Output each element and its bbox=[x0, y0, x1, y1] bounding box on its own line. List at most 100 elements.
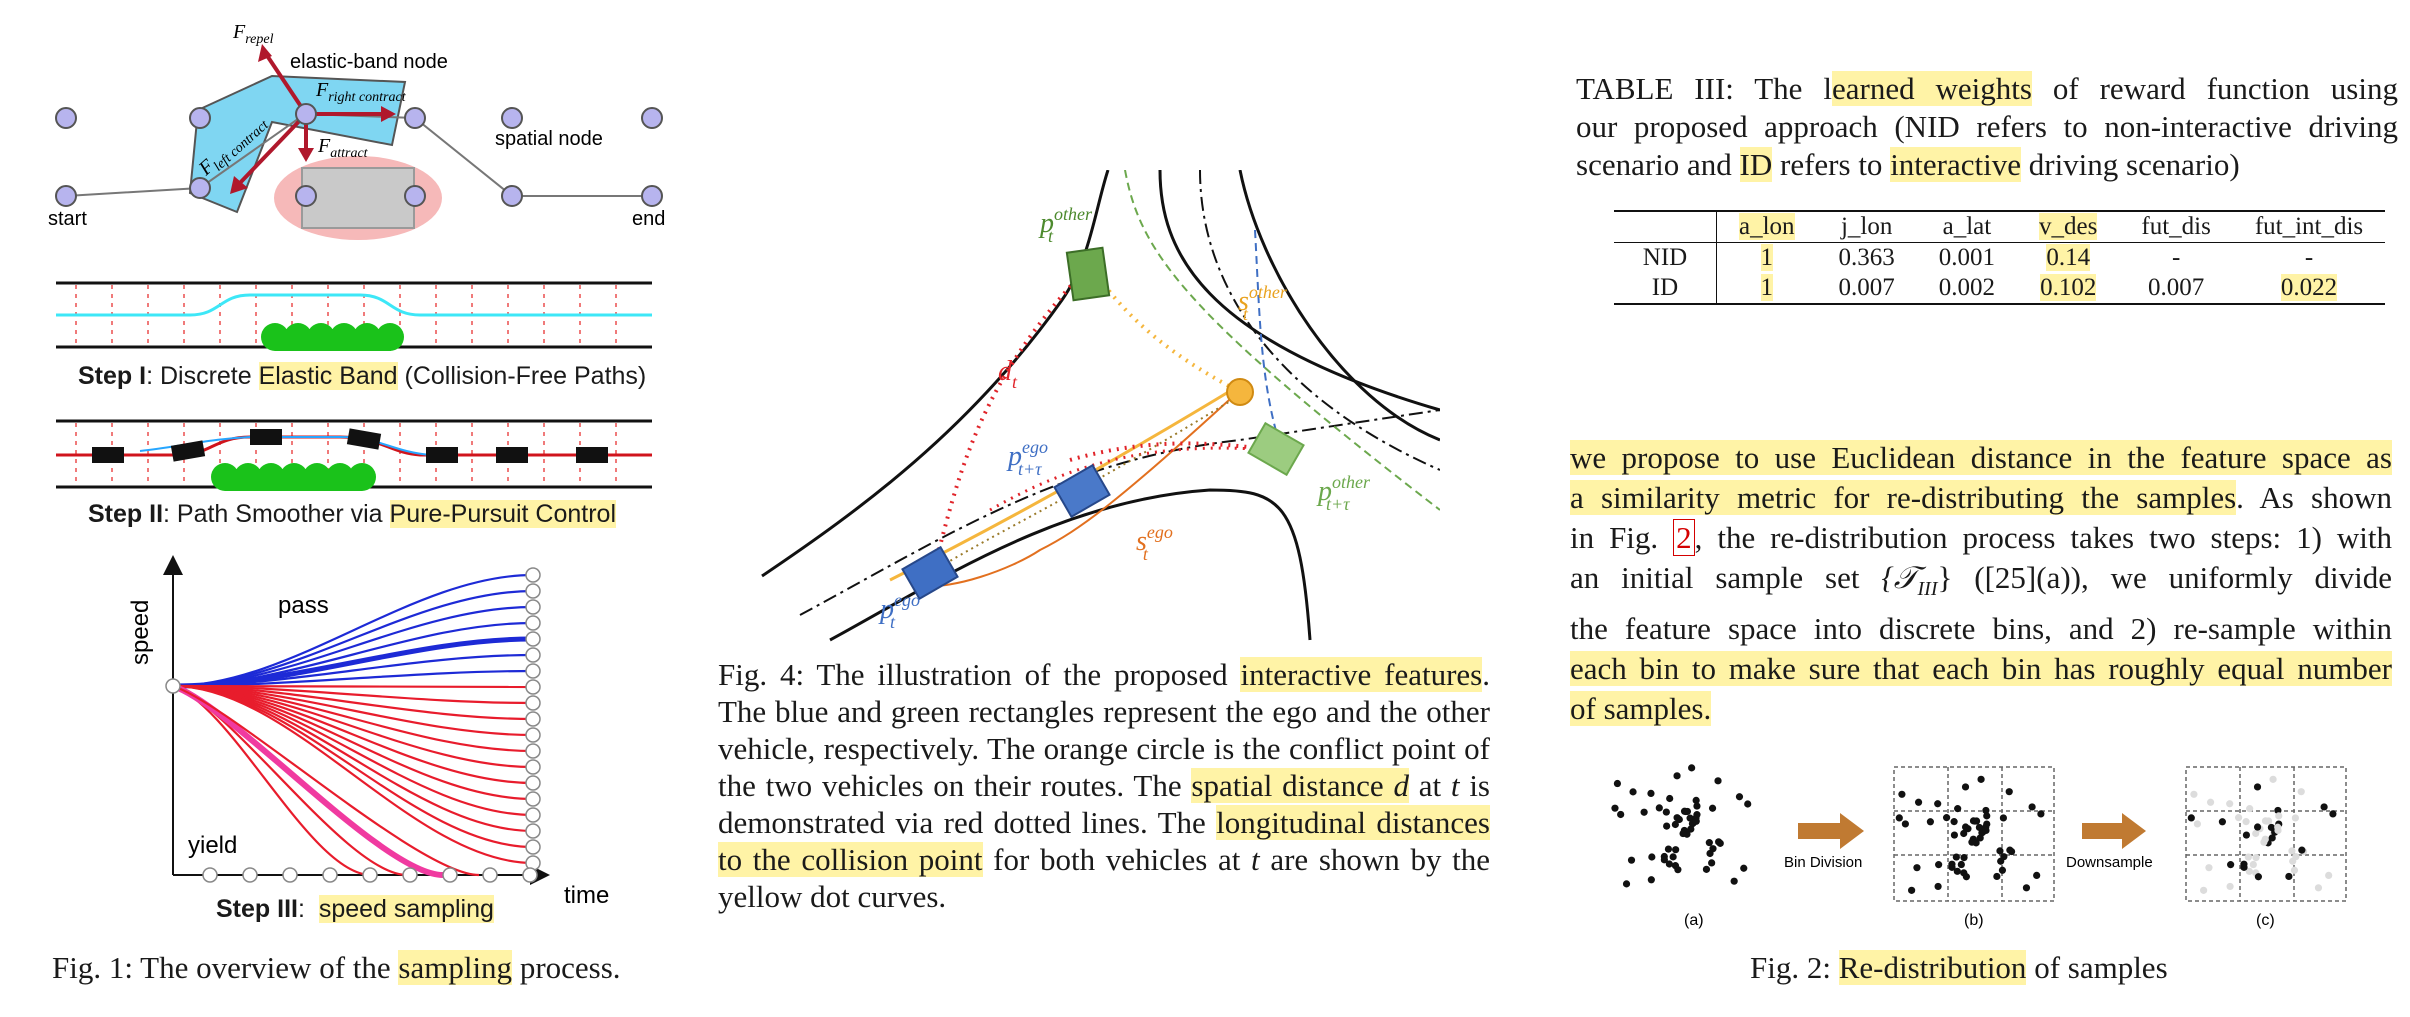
sample-point bbox=[2253, 823, 2262, 831]
sample-point bbox=[1914, 798, 1923, 806]
sample-point bbox=[1950, 818, 1958, 826]
panel-c-grid bbox=[2185, 766, 2347, 902]
band-path bbox=[56, 293, 652, 317]
sample-point bbox=[1895, 814, 1903, 822]
sample-point bbox=[1961, 823, 1970, 831]
end-markers bbox=[202, 567, 541, 883]
curve-end-marker bbox=[525, 823, 541, 839]
sample-point bbox=[1953, 867, 1961, 875]
sample-point bbox=[2242, 818, 2250, 826]
table-cell: 1 bbox=[1760, 274, 1774, 301]
sample-point bbox=[1948, 863, 1956, 871]
sample-point bbox=[1744, 800, 1752, 808]
sample-point bbox=[1735, 793, 1744, 801]
sample-point bbox=[1954, 805, 1962, 813]
curve-end-marker bbox=[525, 679, 541, 695]
sample-point bbox=[2274, 806, 2282, 815]
spatial-node-label: spatial node bbox=[495, 128, 603, 150]
table-header-cell: j_lon bbox=[1840, 213, 1893, 240]
yield-label: yield bbox=[188, 832, 237, 859]
sample-point bbox=[2263, 817, 2271, 825]
sample-point bbox=[2292, 853, 2300, 861]
step1-panel bbox=[56, 281, 652, 351]
table-cell: 0.007 bbox=[1838, 274, 1895, 301]
sample-point bbox=[1926, 818, 1934, 826]
sample-point bbox=[2314, 884, 2323, 892]
bin-division-label: Bin Division bbox=[1784, 854, 1862, 871]
figure-1-caption: Fig. 1: The overview of the sampling pro… bbox=[52, 950, 621, 985]
road-boundary-right bbox=[1238, 170, 1440, 442]
figure-1: Frepel elastic-band node Fright contract… bbox=[40, 0, 680, 1017]
curve-end-marker bbox=[525, 839, 541, 855]
sample-point bbox=[2297, 788, 2305, 796]
step2-panel bbox=[56, 419, 652, 491]
force-attract-head bbox=[298, 148, 314, 162]
figure-2-diagram: Bin Division Downsample (a) (b) (c) bbox=[1611, 764, 2347, 929]
stop-time-marker bbox=[242, 867, 258, 883]
figure-2-reference-link[interactable]: 2 bbox=[1673, 519, 1695, 556]
sample-point bbox=[2285, 872, 2293, 881]
sample-point bbox=[1913, 864, 1921, 872]
figure-2-caption: Fig. 2: Re-distribution of samples bbox=[1750, 950, 2168, 985]
step3-caption: Step III: speed sampling bbox=[216, 895, 494, 923]
curve-end-marker bbox=[525, 631, 541, 647]
sample-point bbox=[1655, 804, 1663, 812]
sample-point bbox=[1908, 886, 1916, 894]
speed-axis-label: speed bbox=[127, 600, 154, 665]
table-cell: 0.007 bbox=[2147, 274, 2205, 301]
sample-point bbox=[1660, 856, 1668, 864]
sample-point bbox=[2226, 882, 2234, 891]
sample-point bbox=[2190, 790, 2198, 798]
sample-point bbox=[1952, 853, 1960, 861]
sample-point bbox=[1705, 839, 1713, 847]
curve-end-marker bbox=[525, 759, 541, 775]
sample-point bbox=[2253, 783, 2262, 791]
sample-point bbox=[1968, 838, 1976, 846]
sample-point bbox=[1993, 872, 2001, 881]
figure-1-elastic-band-diagram: Frepel elastic-band node Fright contract… bbox=[48, 21, 665, 240]
sample-point bbox=[1983, 812, 1991, 820]
sample-point bbox=[1960, 854, 1968, 862]
sample-point bbox=[1692, 817, 1700, 825]
sample-point bbox=[1976, 834, 1984, 842]
curve-end-marker bbox=[525, 599, 541, 615]
sample-point bbox=[1730, 877, 1738, 885]
table-header-cell: v_des bbox=[2039, 213, 2098, 240]
sample-point bbox=[2245, 867, 2253, 875]
sample-point bbox=[1663, 822, 1671, 830]
end-label: end bbox=[632, 208, 665, 230]
figure-4-caption: Fig. 4: The illustration of the proposed… bbox=[718, 657, 1491, 914]
table-header-cell: a_lon bbox=[1739, 213, 1795, 240]
sample-point bbox=[1708, 804, 1717, 812]
step2-caption: Step II: Path Smoother via Pure-Pursuit … bbox=[88, 500, 617, 528]
other-vehicle-t-tau bbox=[1247, 421, 1305, 477]
sample-point bbox=[2205, 864, 2213, 872]
sample-point bbox=[1709, 845, 1717, 853]
stop-time-marker bbox=[522, 867, 538, 883]
sample-point bbox=[1934, 882, 1942, 891]
panel-b-points bbox=[1895, 775, 2045, 894]
sample-point bbox=[1715, 838, 1723, 846]
table-header-cell: fut_int_dis bbox=[2254, 213, 2364, 240]
sample-point bbox=[1982, 826, 1990, 835]
speed-curves bbox=[171, 573, 534, 878]
sample-point bbox=[1629, 788, 1637, 796]
sample-point bbox=[1617, 810, 1625, 819]
stop-time-marker bbox=[322, 867, 338, 883]
ego-vehicle-t-tau bbox=[1053, 463, 1111, 519]
sample-point bbox=[1673, 814, 1681, 822]
sample-point bbox=[1665, 860, 1673, 868]
sample-point bbox=[1702, 865, 1711, 873]
curve-end-marker bbox=[525, 743, 541, 759]
sample-point bbox=[1901, 820, 1909, 828]
table-cell: 0.102 bbox=[2040, 274, 2097, 301]
sample-point bbox=[1977, 775, 1985, 783]
stop-time-marker bbox=[482, 867, 498, 883]
time-axis-label: time bbox=[564, 882, 609, 909]
curve-end-marker bbox=[525, 615, 541, 631]
curve-end-marker bbox=[525, 727, 541, 743]
force-left-head bbox=[230, 176, 248, 194]
